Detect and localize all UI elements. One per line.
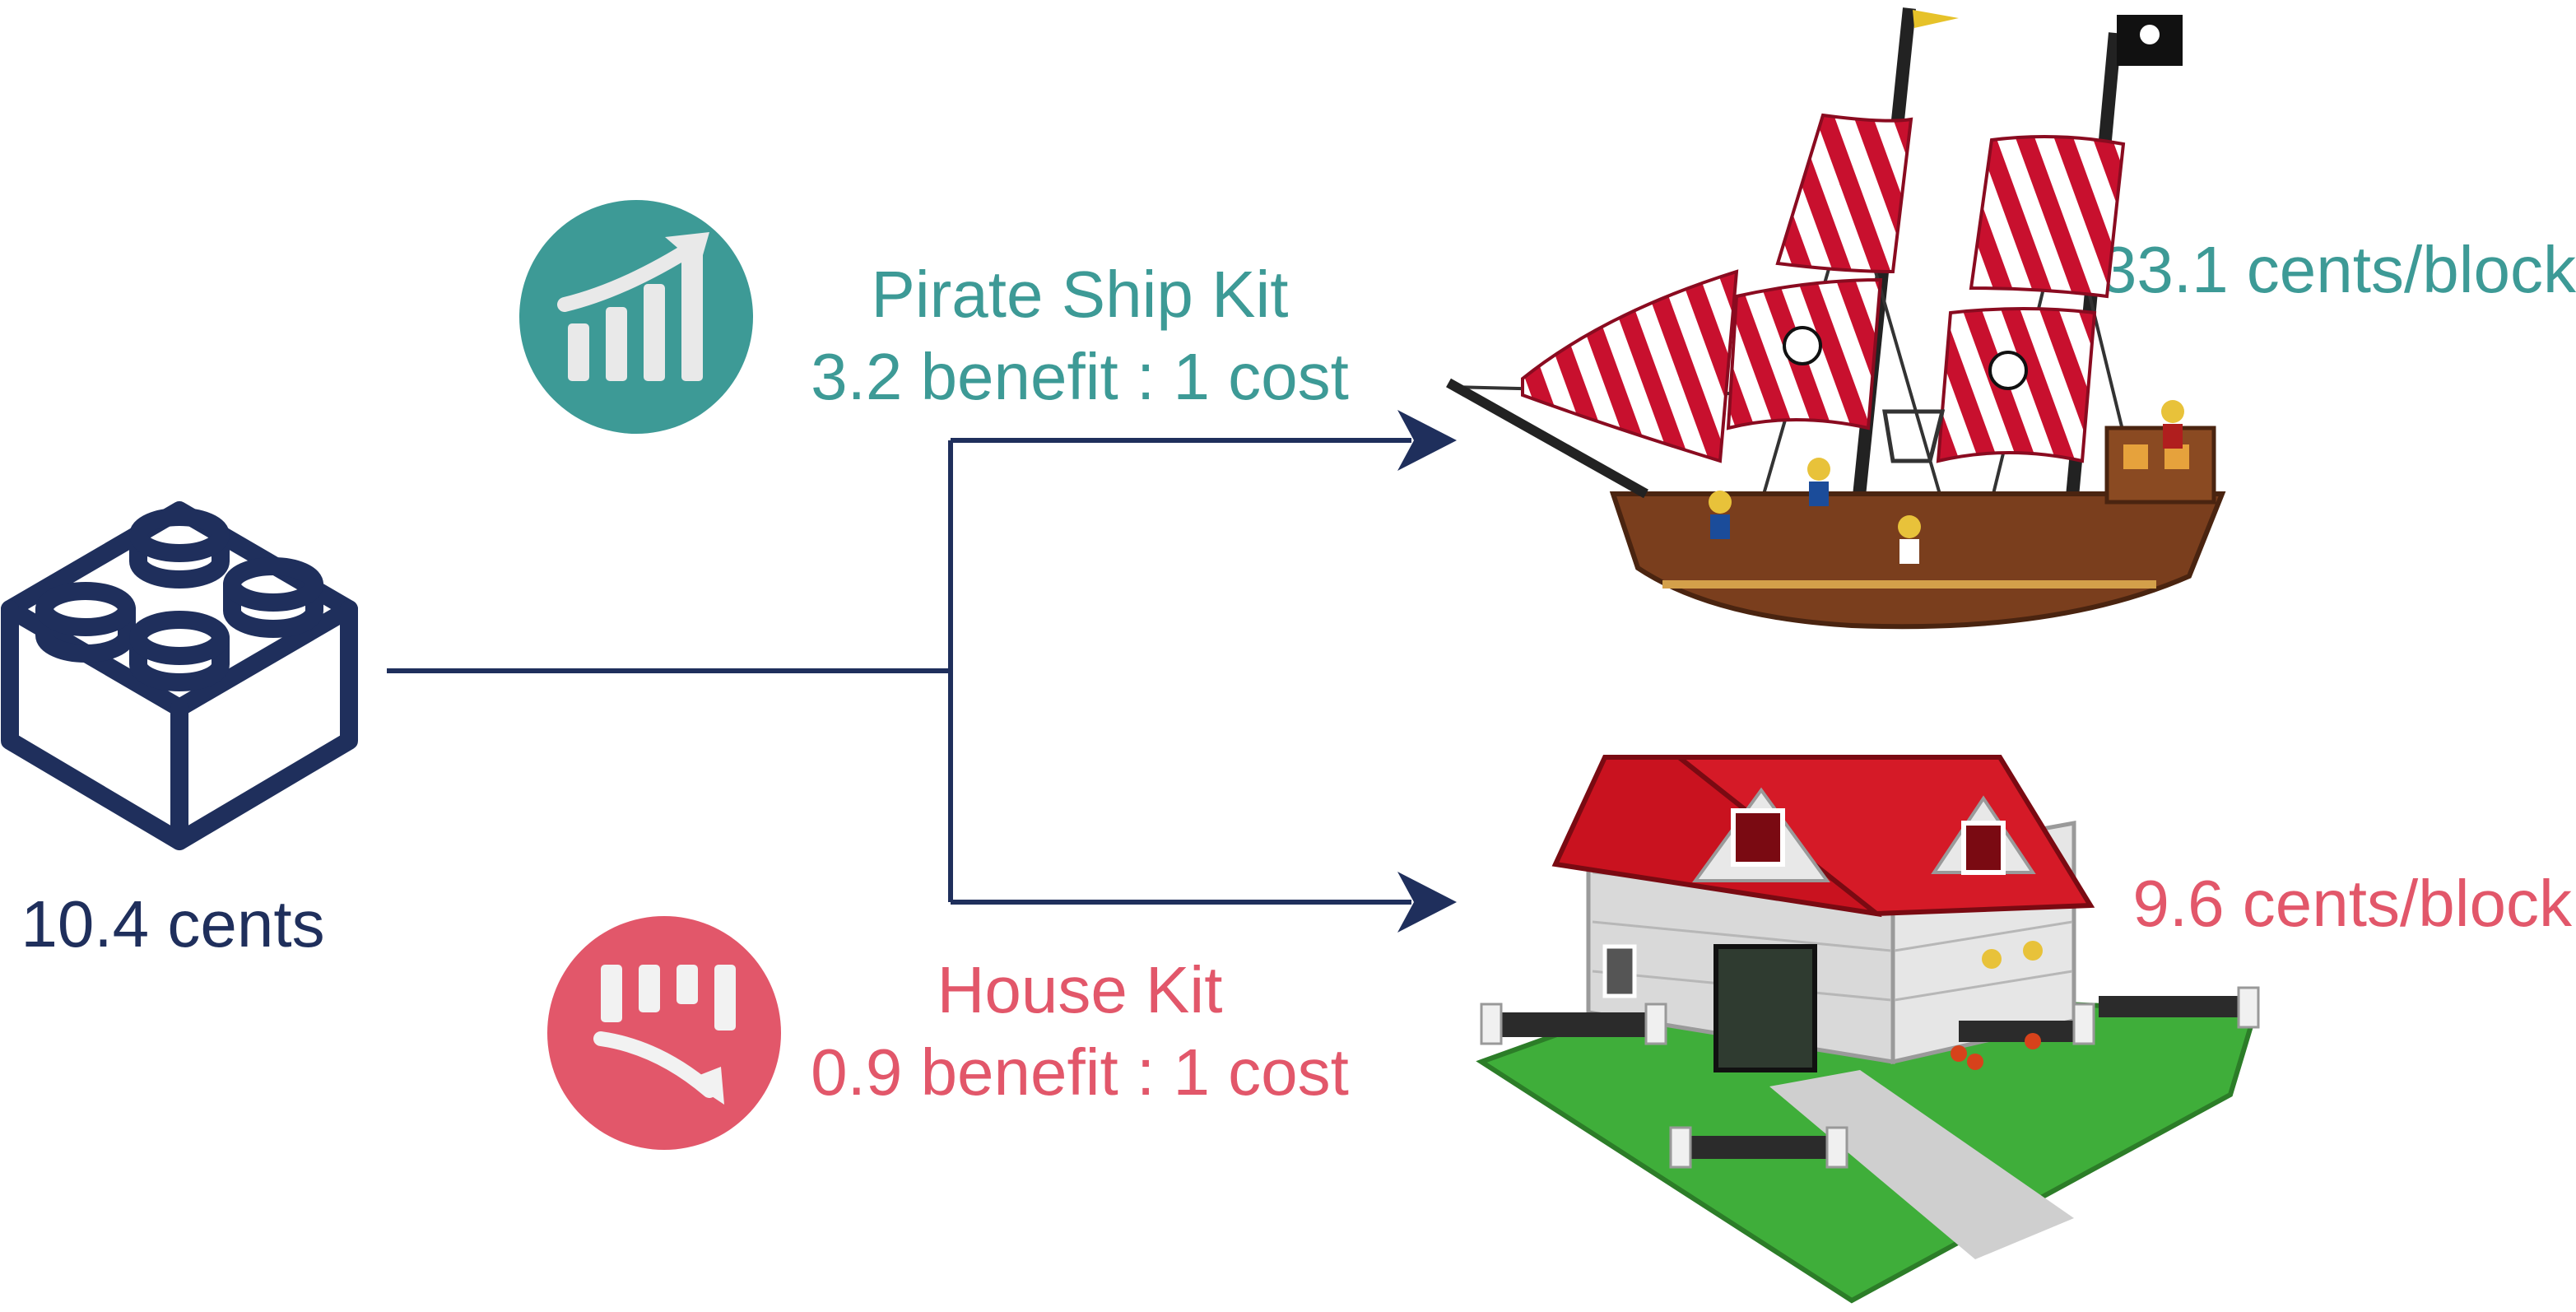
house-image: [1476, 755, 2260, 1304]
lego-brick-icon: [1, 501, 358, 850]
source-price-label: 10.4 cents: [21, 887, 324, 961]
pennant-flag: [1913, 10, 1959, 28]
pirate-ship-image: [1446, 7, 2226, 630]
house-kit-title: House Kit: [937, 953, 1223, 1026]
arrow-to-house: [1397, 872, 1457, 933]
arrow-to-pirate-ship: [1397, 410, 1457, 471]
house-value: 9.6 cents/block: [2132, 867, 2573, 940]
pirate-ship-kit-title: Pirate Ship Kit: [872, 258, 1289, 331]
trend-down-icon: [547, 916, 781, 1150]
house-kit-ratio: 0.9 benefit : 1 cost: [811, 1035, 1349, 1109]
branch-connector: [387, 438, 1411, 905]
pirate-ship-kit-ratio: 3.2 benefit : 1 cost: [811, 340, 1349, 413]
pirate-ship-value: 33.1 cents/block: [2100, 233, 2576, 306]
trend-up-icon: [519, 200, 753, 434]
